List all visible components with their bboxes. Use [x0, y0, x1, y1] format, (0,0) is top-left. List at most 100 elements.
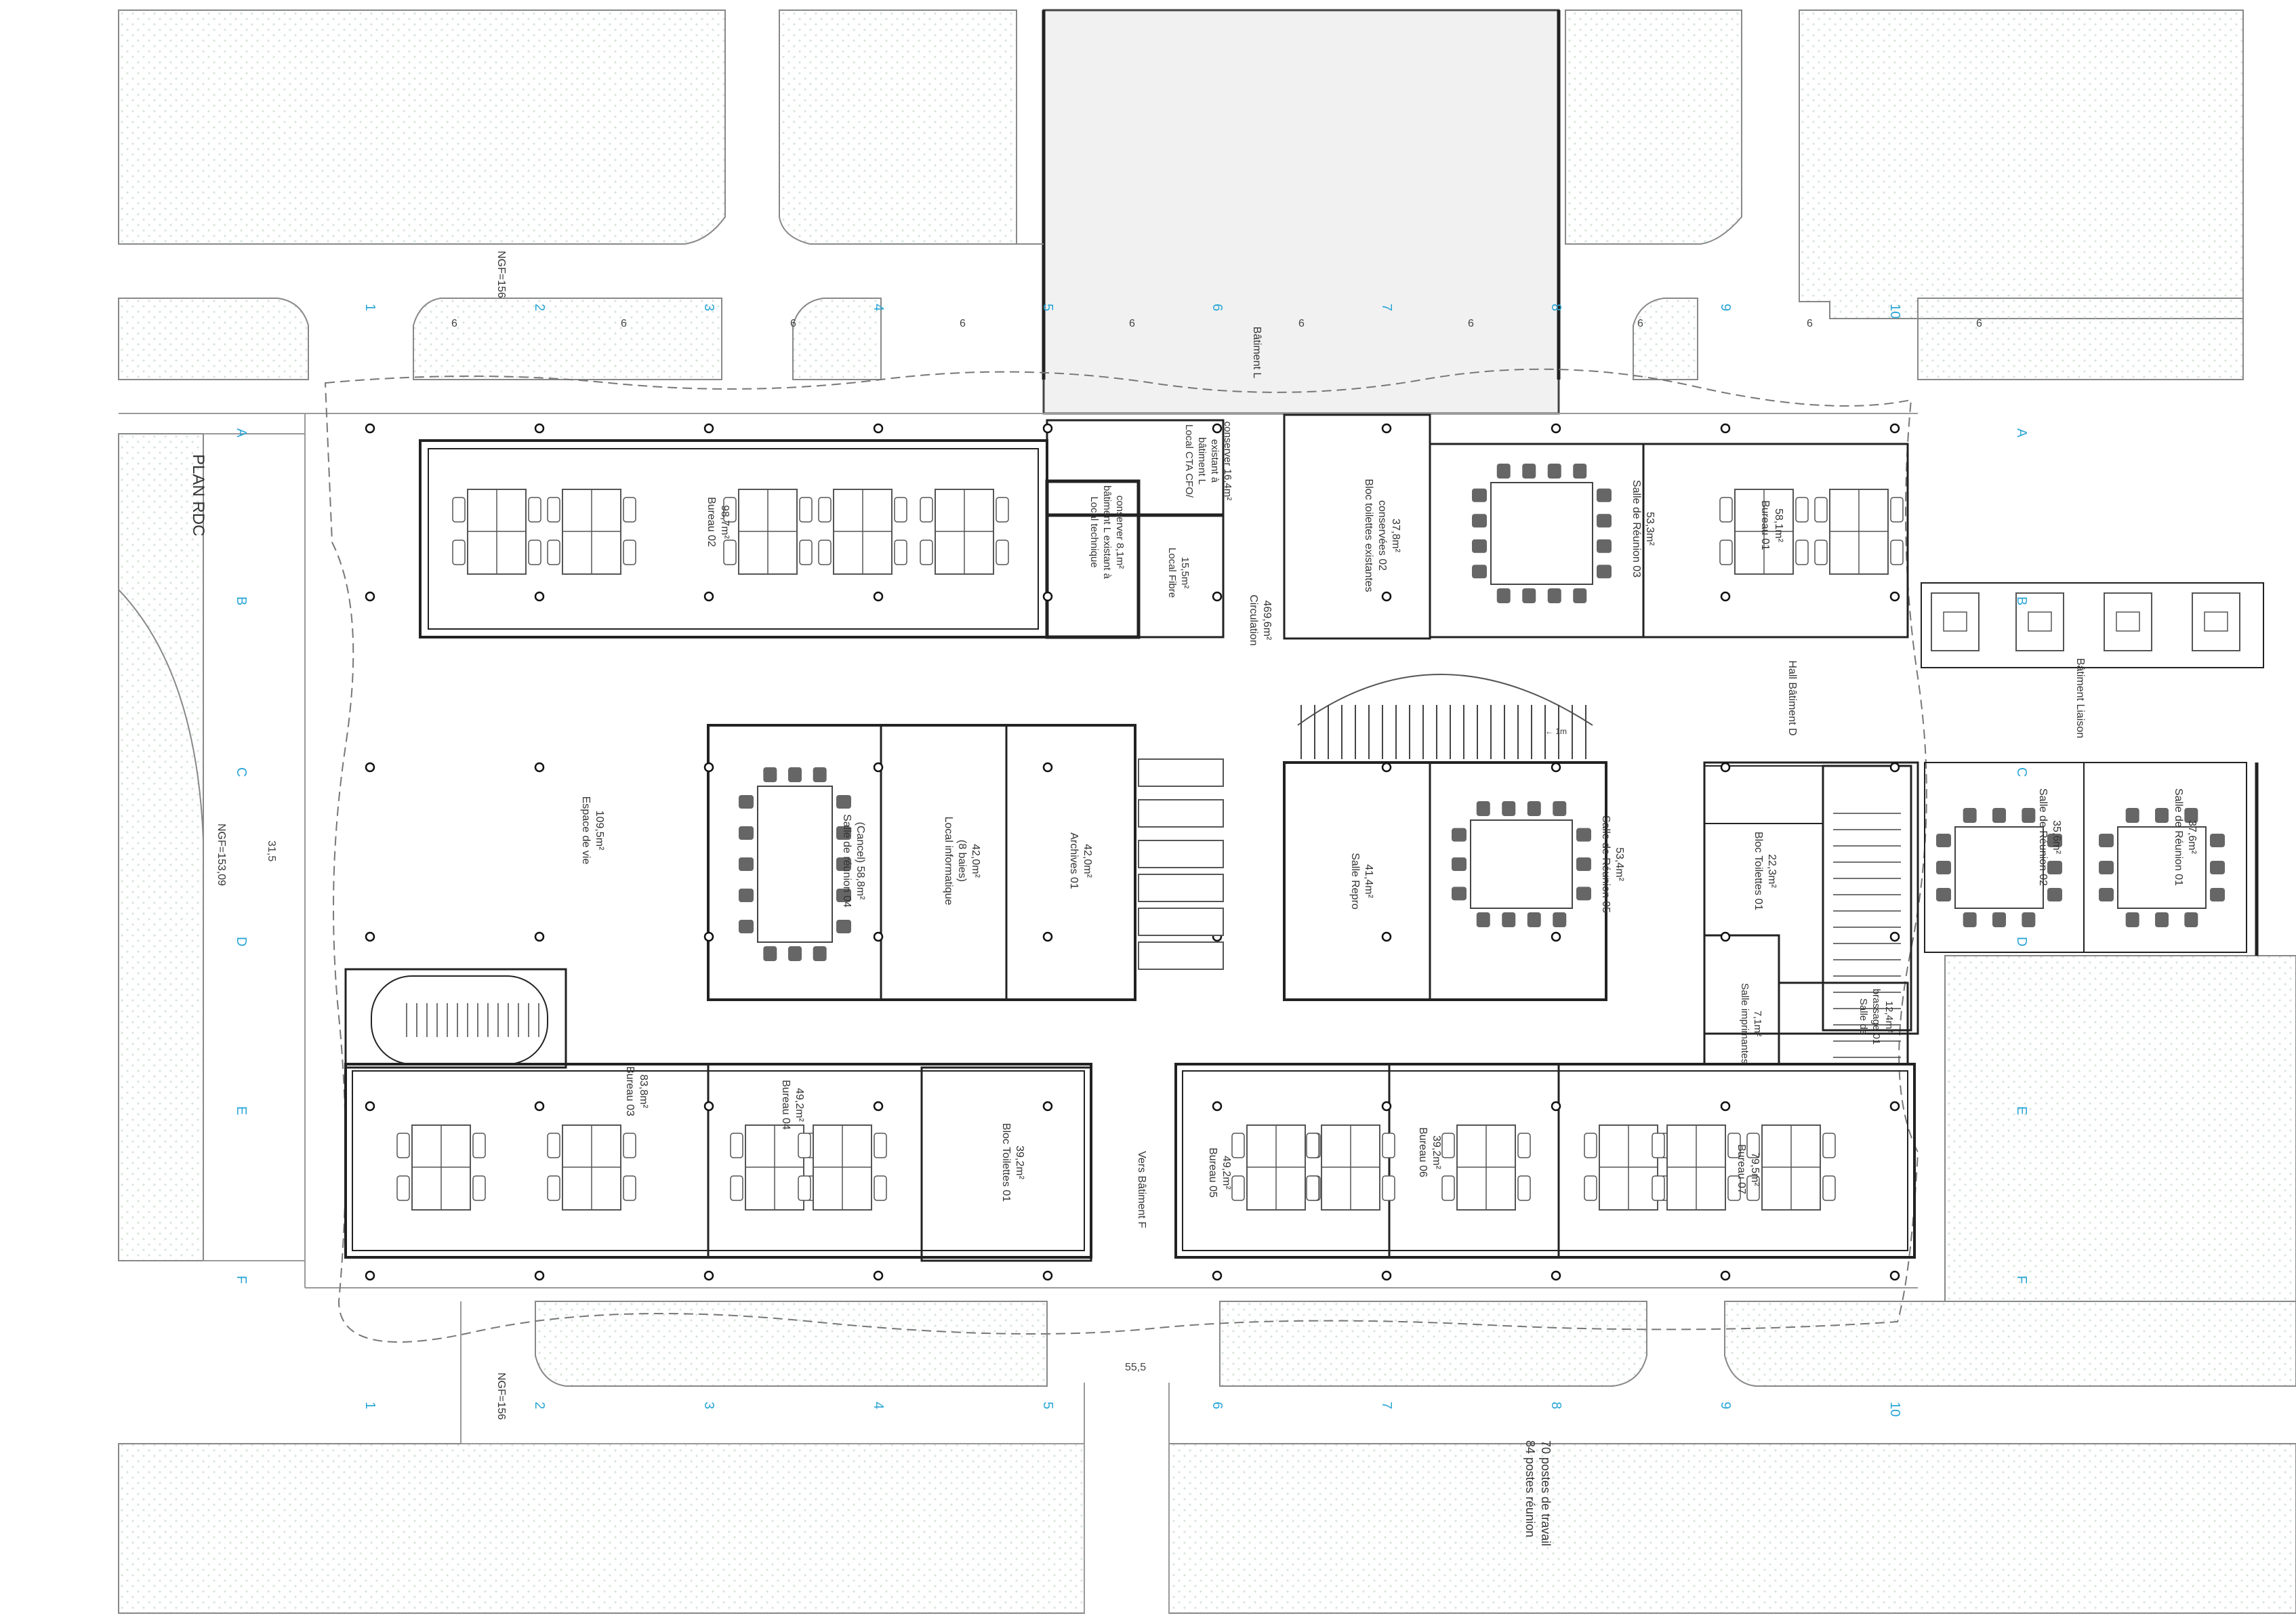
svg-text:42,0m²: 42,0m² [970, 844, 981, 878]
grid-row-label: B [234, 596, 249, 605]
grid-column-label: 8 [1549, 304, 1563, 311]
desk-cluster [798, 1124, 887, 1211]
grid-column-marker [1212, 1101, 1223, 1112]
grid-column-marker [1381, 423, 1392, 434]
grid-column-marker [1720, 762, 1731, 773]
svg-text:bâtiment L existant à: bâtiment L existant à [1101, 485, 1113, 580]
grid-column-marker [703, 1270, 714, 1281]
grid-row-label: B [2014, 596, 2029, 605]
grid-column-label: 6 [1210, 304, 1225, 311]
desk-cluster [396, 1124, 486, 1211]
svg-text:Vers Bâtiment F: Vers Bâtiment F [1136, 1151, 1147, 1228]
grid-column-marker [873, 762, 884, 773]
booth [1931, 592, 1980, 651]
bay-dimension: 6 [790, 318, 796, 329]
grid-column-marker [1720, 1101, 1731, 1112]
bay-dimension: 6 [1129, 318, 1135, 329]
grid-column-marker [1381, 931, 1392, 942]
grid-column-label: 4 [871, 304, 886, 311]
desk-cluster [1814, 489, 1904, 575]
svg-text:49,2m²: 49,2m² [794, 1088, 805, 1122]
grid-column-marker [1889, 591, 1900, 602]
grid-column-marker [1381, 1101, 1392, 1112]
grid-column-marker [1720, 931, 1731, 942]
grid-column-marker [873, 1270, 884, 1281]
room-label-hall-d: Hall Bâtiment D [1786, 660, 1798, 735]
bay-dimension: 6 [960, 318, 966, 329]
grid-column-label: 5 [1040, 1402, 1055, 1409]
room-label-batiment-liaison: Bâtiment Liaison [2074, 658, 2086, 738]
grid-row-label: C [2014, 767, 2029, 777]
desk-cluster [723, 489, 813, 575]
grid-column-marker [1381, 762, 1392, 773]
grid-column-marker [365, 1270, 375, 1281]
desk-cluster [818, 489, 907, 575]
storage-unit [1138, 874, 1224, 902]
svg-text:7,1m²: 7,1m² [1752, 1011, 1763, 1036]
desk-cluster [730, 1124, 819, 1211]
svg-text:42,0m²: 42,0m² [1082, 844, 1093, 878]
grid-column-label: 7 [1379, 304, 1394, 311]
grid-column-marker [1889, 931, 1900, 942]
svg-text:35,6m²: 35,6m² [2051, 820, 2062, 854]
meeting-table [1936, 808, 2062, 927]
svg-text:469,6m²: 469,6m² [1261, 601, 1273, 641]
svg-text:conservées 02: conservées 02 [1376, 500, 1388, 571]
meeting-table [1452, 801, 1591, 927]
grid-column-marker [1042, 1270, 1053, 1281]
grid-column-marker [1042, 423, 1053, 434]
svg-text:Bureau 02: Bureau 02 [705, 497, 717, 547]
storage-unit [1138, 941, 1224, 970]
svg-text:Bloc Toilettes 01: Bloc Toilettes 01 [1000, 1123, 1012, 1202]
svg-text:existant à: existant à [1209, 439, 1221, 483]
grid-column-marker [1720, 591, 1731, 602]
svg-text:53,3m²: 53,3m² [1644, 512, 1656, 546]
desk-cluster [1441, 1124, 1531, 1211]
grid-column-marker [534, 762, 545, 773]
svg-text:Bâtiment Liaison: Bâtiment Liaison [2074, 658, 2086, 738]
svg-text:Hall Bâtiment D: Hall Bâtiment D [1786, 660, 1798, 735]
storage-unit [1138, 840, 1224, 868]
svg-text:Bureau 01: Bureau 01 [1759, 500, 1771, 550]
grid-column-marker [534, 931, 545, 942]
grid-column-marker [1889, 1270, 1900, 1281]
grid-column-marker [1889, 1101, 1900, 1112]
svg-text:37,6m²: 37,6m² [2186, 820, 2198, 854]
booth [2192, 592, 2240, 651]
grid-column-marker [873, 591, 884, 602]
svg-text:58,1m²: 58,1m² [1773, 508, 1784, 542]
grid-column-marker [365, 591, 375, 602]
svg-text:Local CTA CFO/: Local CTA CFO/ [1183, 424, 1195, 498]
svg-text:Bloc toilettes existantes: Bloc toilettes existantes [1363, 479, 1374, 592]
grid-row-label: C [234, 767, 249, 777]
svg-text:Bloc Toilettes 01: Bloc Toilettes 01 [1752, 832, 1764, 910]
desk-cluster [1719, 489, 1809, 575]
grid-row-label: E [234, 1106, 249, 1115]
grid-column-marker [703, 762, 714, 773]
dim-left: 31,5 [266, 840, 277, 861]
stair-treads [406, 705, 1901, 1058]
svg-text:39,2m²: 39,2m² [1431, 1135, 1442, 1169]
grid-row-label: A [234, 428, 249, 438]
svg-text:Bureau 07: Bureau 07 [1736, 1144, 1747, 1194]
grid-column-marker [1551, 931, 1561, 942]
grid-row-label: D [2014, 937, 2029, 946]
svg-text:37,8m²: 37,8m² [1390, 519, 1401, 552]
svg-text:109,5m²: 109,5m² [594, 811, 605, 851]
meeting-table [739, 767, 851, 961]
grid-column-label: 2 [532, 304, 547, 311]
grid-column-marker [1042, 762, 1053, 773]
svg-text:Salle de Réunion 05: Salle de Réunion 05 [1600, 815, 1612, 913]
grid-column-marker [1720, 1270, 1731, 1281]
svg-text:Local Fibre: Local Fibre [1166, 548, 1178, 598]
